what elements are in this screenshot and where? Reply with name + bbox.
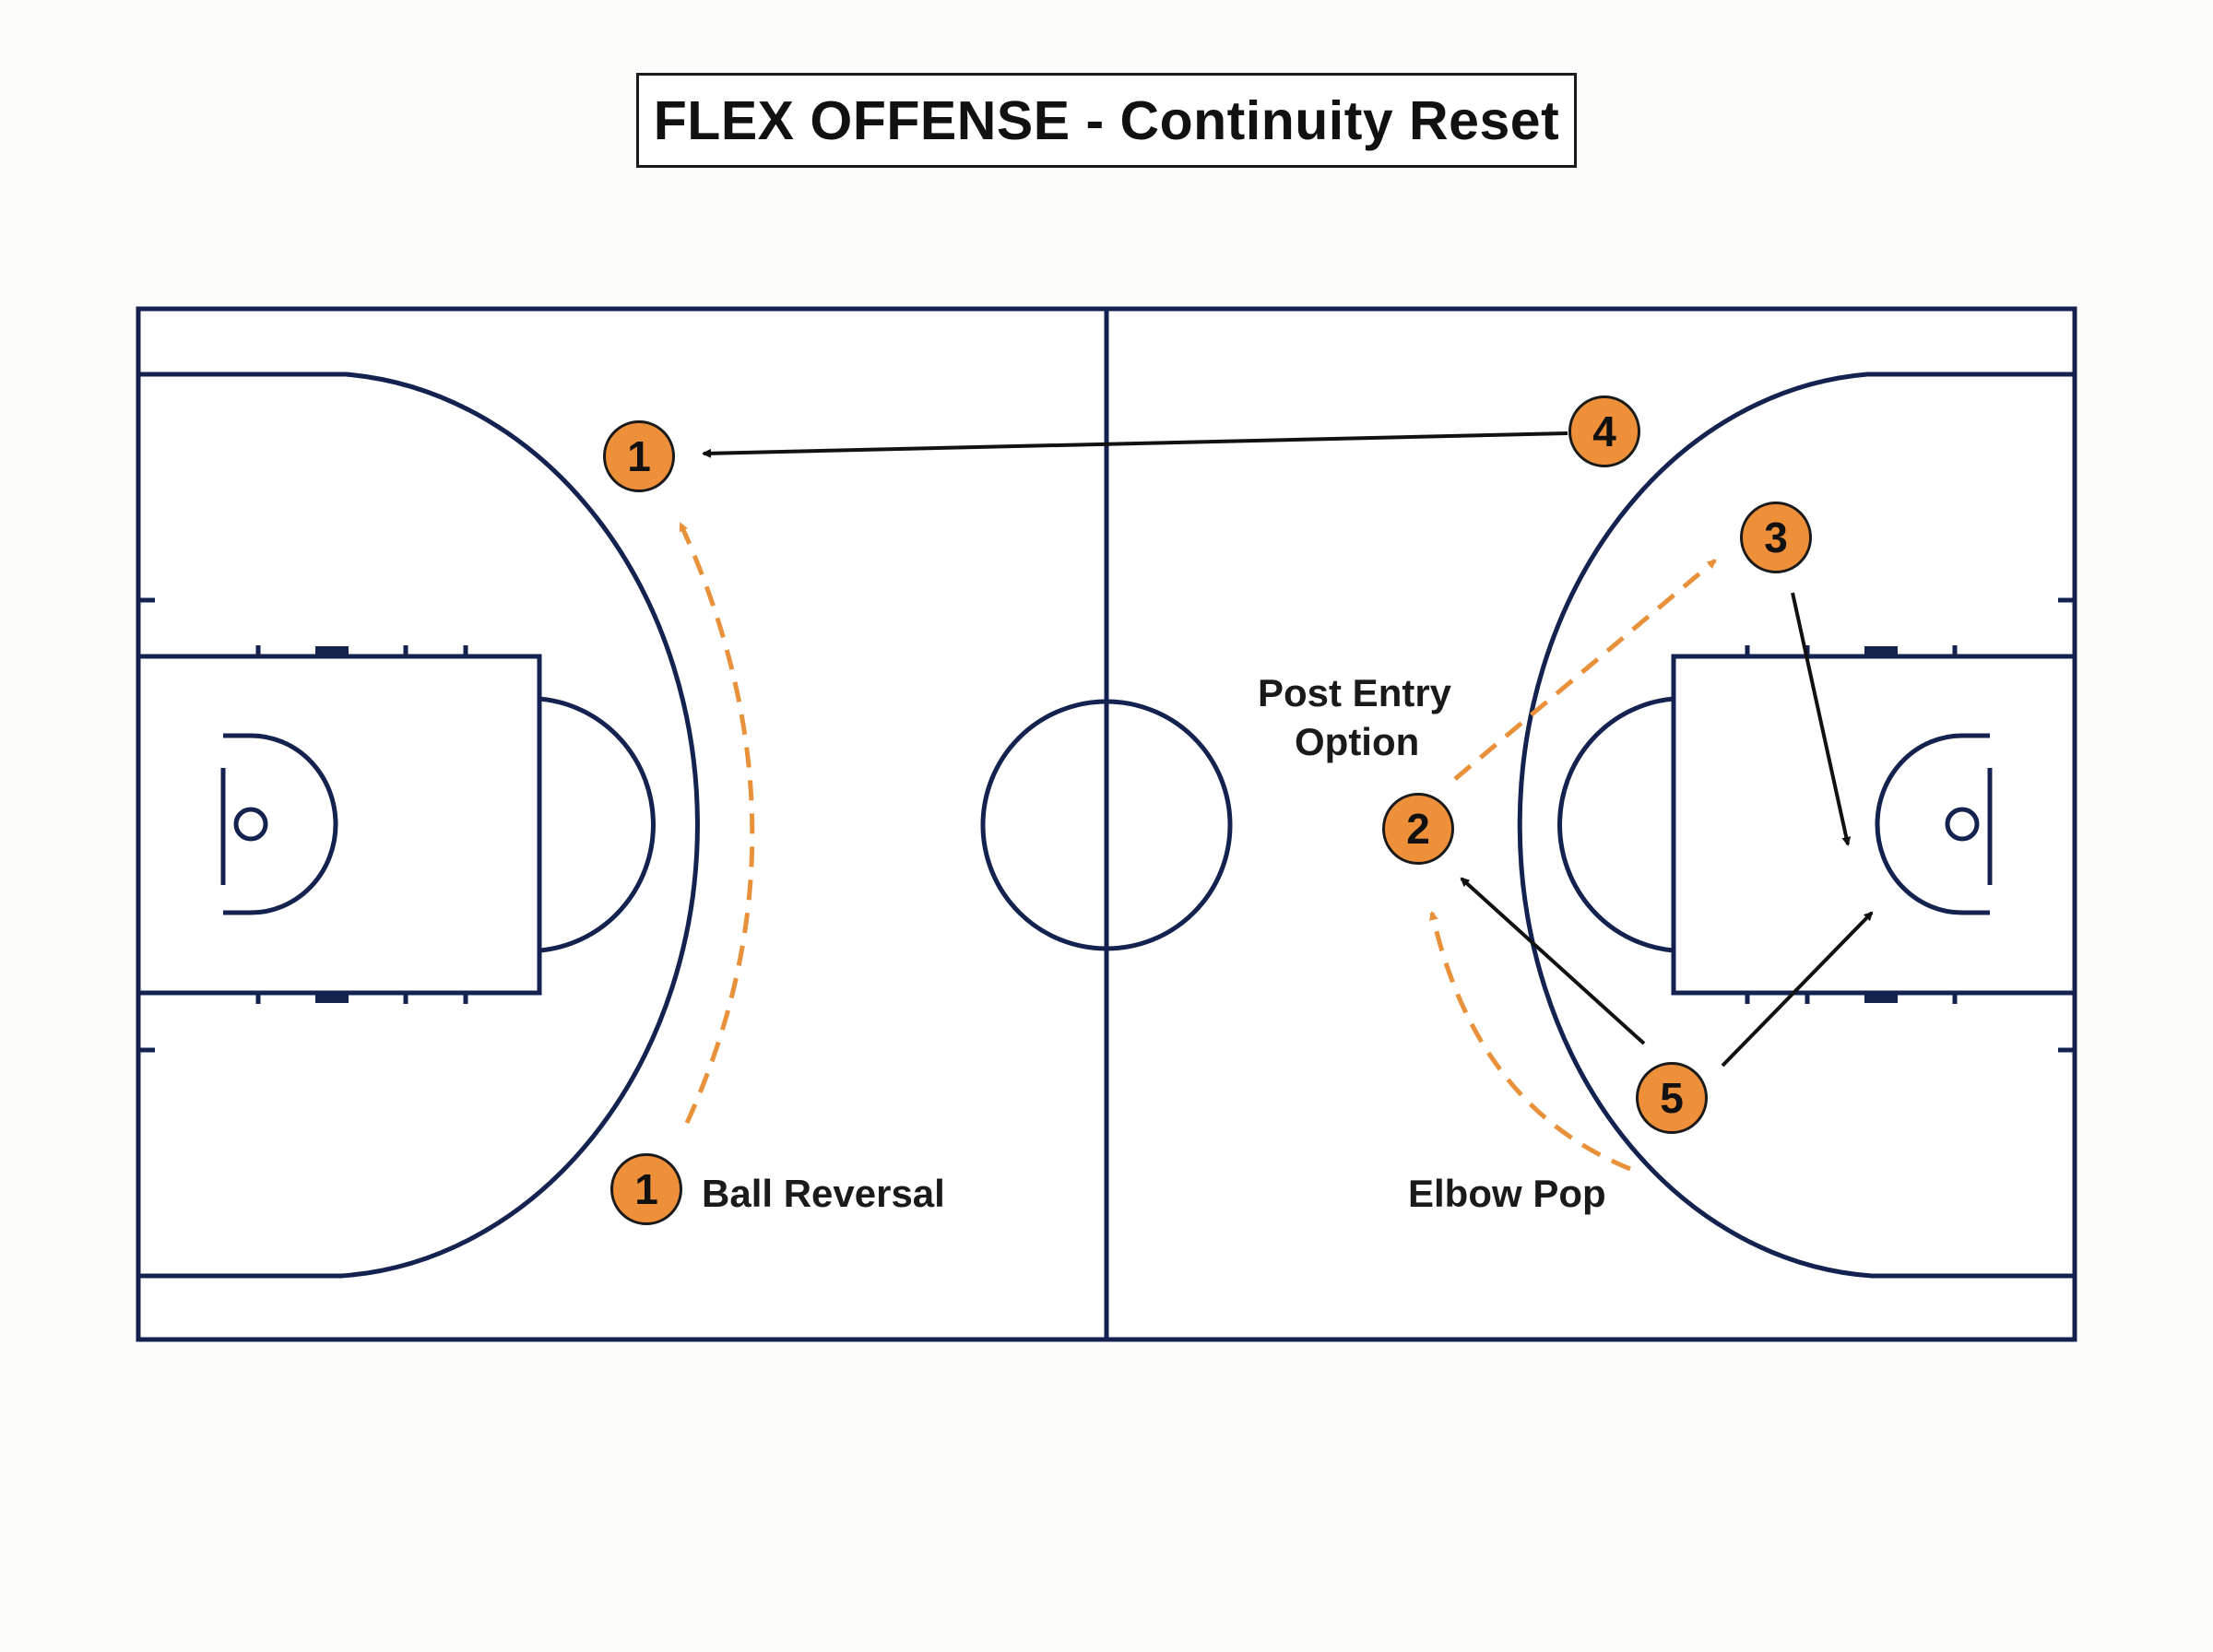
pass-arrow-post-entry <box>1453 559 1717 781</box>
right-key <box>1671 654 2077 996</box>
right-block <box>1864 646 1898 655</box>
pass-arrow-elbow-pop <box>1428 911 1631 1172</box>
right-block <box>1864 994 1898 1003</box>
center-circle <box>980 699 1233 951</box>
label-ball-reversal: Ball Reversal <box>702 1172 945 1215</box>
right-rim <box>1945 807 1980 842</box>
player-5-marker: 5 <box>1636 1062 1708 1134</box>
right-free-throw-circle <box>1557 696 1675 953</box>
player-4-marker: 4 <box>1568 395 1640 467</box>
play-arrows <box>678 431 1874 1172</box>
player-2-marker: 2 <box>1382 793 1454 865</box>
player-1-top-marker: 1 <box>603 420 675 492</box>
right-restricted-arc <box>1875 733 1990 915</box>
basketball-court <box>136 306 2077 1342</box>
cut-arrow-3-to-basket <box>1791 592 1852 846</box>
left-block <box>315 646 349 655</box>
cut-arrow-5-to-2 <box>1460 877 1646 1045</box>
left-key <box>136 654 542 996</box>
cut-arrow-4-to-1 <box>702 431 1568 458</box>
left-three-point-line <box>138 372 700 1279</box>
cut-arrow-5-to-basket <box>1721 911 1874 1068</box>
label-post-entry-line1: Post Entry <box>1258 671 1452 714</box>
right-three-point-line <box>1517 372 2075 1279</box>
left-rim <box>233 807 268 842</box>
label-post-entry-line2: Option <box>1295 720 1420 763</box>
player-1-bottom-marker: 1 <box>610 1153 682 1225</box>
left-restricted-arc <box>223 733 338 915</box>
diagram-title: FLEX OFFENSE - Continuity Reset <box>636 73 1577 168</box>
pass-arrow-ball-reversal <box>678 522 755 1125</box>
label-elbow-pop: Elbow Pop <box>1408 1172 1606 1215</box>
left-block <box>315 994 349 1003</box>
player-3-marker: 3 <box>1740 502 1812 573</box>
left-free-throw-circle <box>538 696 656 953</box>
